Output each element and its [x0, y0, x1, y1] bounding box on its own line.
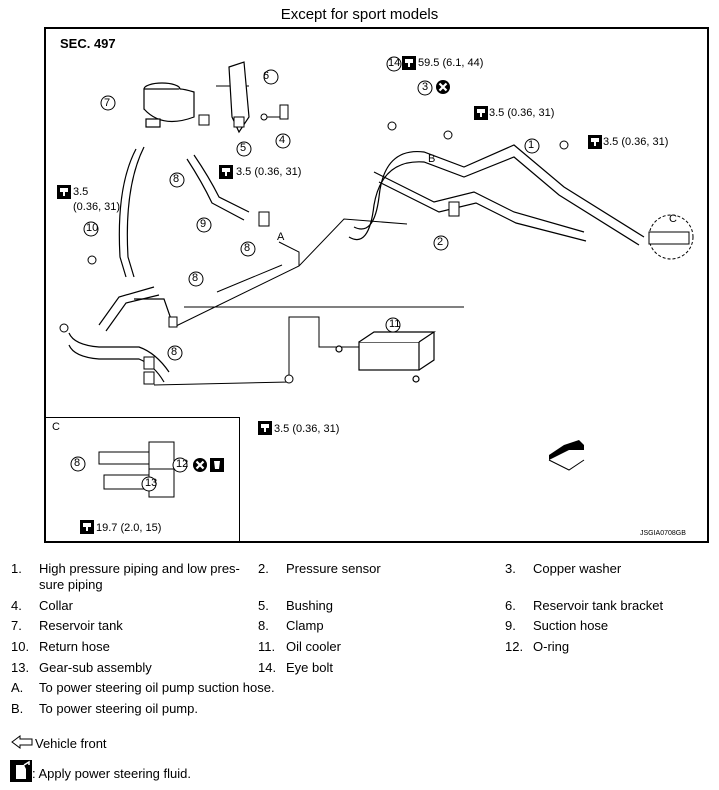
legend-text: Copper washer [533, 561, 622, 576]
callout-8d: 8 [171, 346, 178, 358]
return-hose [126, 146, 145, 278]
callout-b: B [428, 153, 436, 165]
legend-num: 10. [11, 639, 30, 654]
legend-num: 4. [11, 598, 22, 613]
torque-1b: (0.36, 31) [73, 201, 121, 213]
callout-8a: 8 [173, 173, 180, 185]
callout-13: 13 [145, 477, 158, 489]
legend-num: 5. [258, 598, 269, 613]
note-num: B. [11, 701, 24, 716]
legend-num: 7. [11, 618, 22, 633]
high-pressure-piping [353, 144, 645, 238]
legend-text: Clamp [286, 618, 324, 633]
torque-7: 19.7 (2.0, 15) [96, 522, 162, 534]
torque-2: 3.5 (0.36, 31) [236, 166, 302, 178]
inset-letter: C [52, 421, 60, 433]
vehicle-front-arrow [549, 440, 584, 460]
legend-num: 1. [11, 561, 22, 576]
legend-text: Suction hose [533, 618, 609, 633]
legend-num: 9. [505, 618, 516, 633]
torque-5: 3.5 (0.36, 31) [603, 136, 669, 148]
legend-num: 8. [258, 618, 269, 633]
legend-text: Reservoir tank [39, 618, 123, 633]
note-text: To power steering oil pump. [39, 701, 198, 716]
legend-num: 13. [11, 660, 30, 675]
legend-text: Pressure sensor [286, 561, 381, 576]
page-title: Except for sport models [280, 6, 439, 23]
callout-14: 14 [388, 57, 401, 69]
callout-c: C [669, 213, 677, 225]
vehicle-front-label: Vehicle front [35, 736, 107, 751]
callout-10: 10 [86, 222, 99, 234]
legend-num: 3. [505, 561, 516, 576]
legend-text: Gear-sub assembly [39, 660, 152, 675]
torque-6: 3.5 (0.36, 31) [274, 423, 340, 435]
detail-c-marker [648, 214, 694, 260]
note-text: To power steering oil pump suction hose. [39, 680, 275, 695]
callout-6: 6 [263, 70, 270, 82]
legend-text: sure piping [39, 577, 103, 592]
callout-8b: 8 [244, 242, 251, 254]
callout-a: A [277, 231, 285, 243]
callout-9: 9 [200, 218, 207, 230]
figure-id: JSGIA0708GB [640, 530, 686, 537]
diagram-frame [44, 27, 709, 543]
legend-text: Eye bolt [286, 660, 333, 675]
callout-8c: 8 [192, 272, 199, 284]
legend-text: O-ring [533, 639, 570, 654]
detail-c-inset [46, 417, 240, 541]
callout-8e: 8 [74, 457, 81, 469]
fluid-icon [10, 760, 32, 782]
torque-3: 59.5 (6.1, 44) [418, 57, 484, 69]
callout-1: 1 [528, 139, 535, 151]
legend-num: 11. [258, 639, 276, 654]
torque-1: 3.5 [73, 186, 89, 198]
suction-hose [193, 154, 250, 213]
legend-num: 14. [258, 660, 277, 675]
piping-diagram [57, 56, 694, 534]
reservoir-tank [143, 82, 195, 128]
legend-text: Bushing [286, 598, 333, 613]
callout-4: 4 [279, 134, 286, 146]
lower-piping [68, 344, 165, 383]
callout-12: 12 [176, 458, 189, 470]
callout-3: 3 [422, 81, 429, 93]
callout-2: 2 [437, 236, 444, 248]
legend-text: High pressure piping and low pres- [39, 561, 240, 576]
legend-num: 6. [505, 598, 516, 613]
legend-text: Return hose [39, 639, 110, 654]
legend-text: Reservoir tank bracket [533, 598, 664, 613]
leader-a [278, 241, 300, 266]
legend-text: Collar [39, 598, 73, 613]
vehicle-front-icon [11, 735, 33, 749]
legend-text: Oil cooler [286, 639, 341, 654]
note-num: A. [11, 680, 24, 695]
fluid-label: : Apply power steering fluid. [32, 766, 191, 781]
section-label: SEC. 497 [60, 36, 116, 51]
callout-11: 11 [389, 318, 401, 330]
torque-4: 3.5 (0.36, 31) [489, 107, 555, 119]
callout-7: 7 [104, 97, 111, 109]
callout-5: 5 [240, 142, 247, 154]
legend-num: 2. [258, 561, 269, 576]
legend-num: 12. [505, 639, 524, 654]
oil-cooler [335, 331, 436, 383]
